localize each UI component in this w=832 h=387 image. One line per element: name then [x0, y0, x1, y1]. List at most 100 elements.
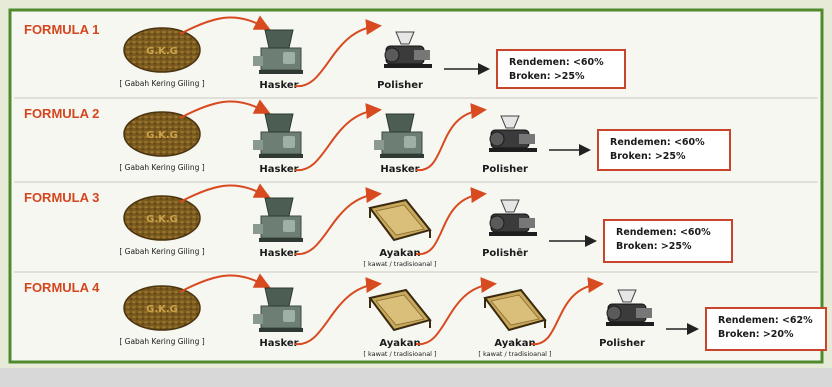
- polisher-motor: [636, 308, 652, 318]
- machine-label: Hasker: [259, 248, 298, 259]
- grain-text: G.K.G: [146, 214, 178, 225]
- result-broken: Broken: >25%: [610, 151, 686, 162]
- husker-base: [259, 238, 303, 242]
- polisher-motor: [414, 50, 430, 60]
- result-box-border: [603, 219, 733, 263]
- polisher-hopper: [500, 199, 520, 213]
- machine-sublabel: [ kawat / tradisioanal ]: [363, 260, 436, 268]
- husker-base: [259, 70, 303, 74]
- flow-arrow: [179, 99, 271, 119]
- husker-hopper: [264, 287, 294, 307]
- husker-motor: [404, 136, 416, 148]
- grain-ellipse: [123, 195, 201, 241]
- machine-sublabel: [ kawat / tradisioanal ]: [478, 350, 551, 358]
- formula-row-3: FORMULA 3 G.K.G [ Gabah Kering Giling ] Has…: [14, 181, 818, 268]
- flow-arrow: [415, 103, 487, 172]
- machine-polisher: Polisher: [599, 289, 654, 349]
- flow-arrow: [530, 277, 604, 346]
- polisher-base: [606, 322, 654, 326]
- flow-arrow: [179, 15, 271, 35]
- machine-sublabel: [ kawat / tradisioanal ]: [363, 350, 436, 358]
- grain-text: G.K.G: [146, 304, 178, 315]
- machine-label: Ayakan: [494, 338, 535, 349]
- machine-label: Hasker: [380, 164, 419, 175]
- machine-sieve: Ayakan[ kawat / tradisioanal ]: [363, 288, 437, 358]
- machine-husker: Hasker: [253, 29, 303, 91]
- husker-motor: [283, 310, 295, 322]
- husker-motor: [283, 220, 295, 232]
- husker-outlet: [253, 224, 263, 234]
- result-broken: Broken: >25%: [509, 71, 585, 82]
- polisher-wheel: [489, 215, 505, 231]
- husker-outlet: [253, 56, 263, 66]
- machine-sieve: Ayakan[ kawat / tradisioanal ]: [478, 288, 552, 358]
- polisher-wheel: [384, 47, 400, 63]
- machine-husker: Hasker: [253, 287, 303, 349]
- formula-label: FORMULA 4: [24, 280, 100, 295]
- formula-label: FORMULA 3: [24, 190, 99, 205]
- machine-label: Polisher: [482, 164, 528, 175]
- machine-husker: Hasker: [253, 197, 303, 259]
- husker-base: [380, 154, 424, 158]
- result-box: Rendemen: <62% Broken: >20%: [705, 307, 827, 351]
- machine-label: Ayakan: [379, 338, 420, 349]
- husker-hopper: [264, 197, 294, 217]
- result-box: Rendemen: <60% Broken: >25%: [496, 49, 626, 89]
- formula-label: FORMULA 1: [24, 22, 99, 37]
- grain-text: G.K.G: [146, 130, 178, 141]
- machine-polisher: Polisher: [377, 31, 432, 91]
- grain-ellipse: [123, 285, 201, 331]
- machine-label: Polisher: [599, 338, 645, 349]
- grain-ellipse: [123, 27, 201, 73]
- grain-caption: [ Gabah Kering Giling ]: [119, 79, 204, 88]
- result-broken: Broken: >20%: [718, 329, 794, 340]
- formula-row-2: FORMULA 2G.K.G[ Gabah Kering Giling ]Has…: [14, 97, 818, 175]
- polisher-motor: [519, 218, 535, 228]
- flow-arrow: [415, 277, 497, 346]
- sieve-mesh: [375, 204, 425, 236]
- result-rendemen: Rendemen: <62%: [718, 315, 813, 326]
- polisher-motor: [519, 134, 535, 144]
- polisher-base: [489, 148, 537, 152]
- flow-arrow: [415, 187, 487, 256]
- flow-arrow: [294, 103, 382, 172]
- result-box: Rendemen: <60%Broken: >25%: [603, 219, 733, 263]
- sieve-mesh: [490, 294, 540, 326]
- polisher-wheel: [489, 131, 505, 147]
- polisher-base: [489, 232, 537, 236]
- machine-polisher: Polisher: [482, 115, 537, 175]
- husker-hopper: [264, 29, 294, 49]
- husker-outlet: [253, 140, 263, 150]
- result-rendemen: Rendemen: <60%: [509, 57, 604, 68]
- result-box: Rendemen: <60% Broken: >25%: [597, 129, 731, 171]
- husker-motor: [283, 52, 295, 64]
- result-box-border: [597, 129, 731, 171]
- formula-label: FORMULA 2: [24, 106, 99, 121]
- machine-label: Polisher: [377, 80, 423, 91]
- machine-husker: Hasker: [374, 113, 424, 175]
- result-broken: Broken: >25%: [616, 241, 692, 252]
- polisher-hopper: [395, 31, 415, 45]
- grain-caption: [ Gabah Kering Giling ]: [119, 247, 204, 256]
- husker-hopper: [264, 113, 294, 133]
- husker-base: [259, 154, 303, 158]
- polisher-base: [384, 64, 432, 68]
- formula-row-4: FORMULA 4 G.K.G [ Gabah Kering Giling ] Has…: [14, 271, 827, 358]
- husker-motor: [283, 136, 295, 148]
- machine-label: Hasker: [259, 80, 298, 91]
- husker-base: [259, 328, 303, 332]
- formula-row-1: FORMULA 1 G.K.G [ Gabah Kering Giling ] Has…: [24, 15, 626, 91]
- machine-polisher: Polishēr: [482, 199, 537, 259]
- result-rendemen: Rendemen: <60%: [610, 137, 705, 148]
- polisher-hopper: [500, 115, 520, 129]
- flow-arrow: [294, 19, 382, 88]
- polisher-hopper: [617, 289, 637, 303]
- sieve-mesh: [375, 294, 425, 326]
- flow-arrow: [179, 183, 271, 203]
- machine-label: Polishēr: [482, 248, 528, 259]
- husker-hopper: [385, 113, 415, 133]
- grain-caption: [ Gabah Kering Giling ]: [119, 337, 204, 346]
- machine-label: Hasker: [259, 338, 298, 349]
- machine-label: Ayakan: [379, 248, 420, 259]
- grain-text: G.K.G: [146, 46, 178, 57]
